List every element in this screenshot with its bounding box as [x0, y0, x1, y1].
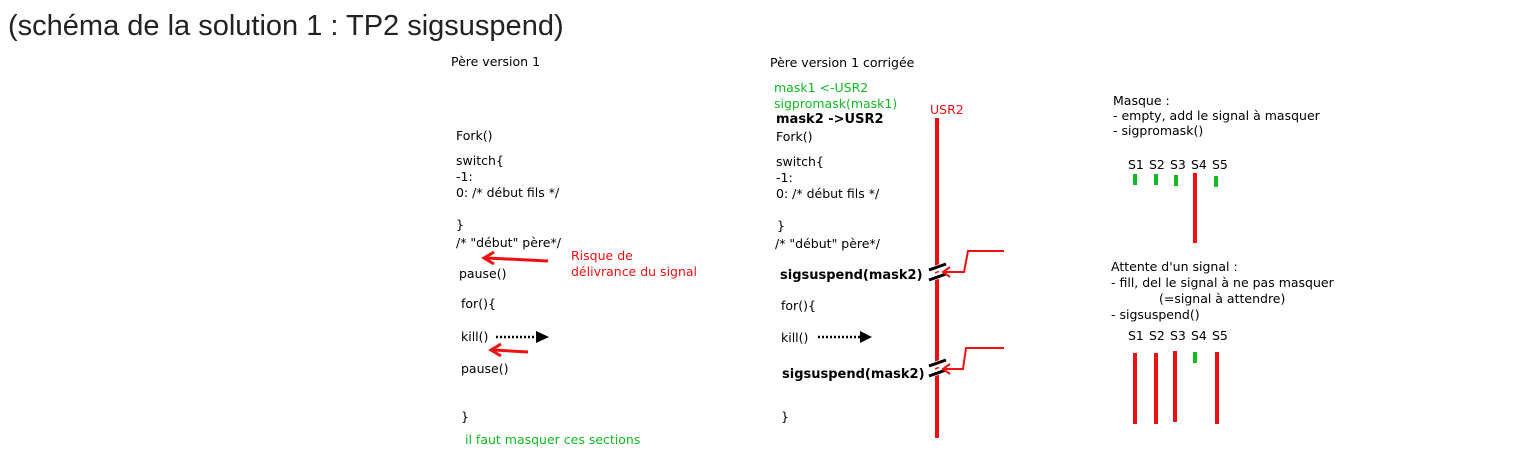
left-debut-pere: /* "début" père*/ [456, 235, 561, 250]
middle-fork: Fork() [776, 129, 813, 144]
signal-arrow-2 [941, 347, 1004, 375]
left-heading: Père version 1 [451, 54, 541, 69]
bottom-bar-s4 [1193, 352, 1197, 363]
signal-arrow-1 [941, 250, 1004, 278]
attente-line-3: - sigsuspend() [1111, 307, 1200, 322]
top-bar-s4 [1193, 173, 1197, 243]
left-kill: kill() [461, 329, 489, 344]
left-case-zero: 0: /* début fils */ [456, 185, 560, 200]
left-case-neg: -1: [456, 169, 473, 184]
top-bar-s1 [1133, 174, 1137, 185]
usr2-label: USR2 [930, 102, 964, 117]
middle-switch: switch{ [776, 154, 824, 169]
middle-mask1: mask1 <-USR2 [774, 80, 869, 95]
signal-top-s5: S5 [1212, 157, 1228, 172]
signal-bottom-s1: S1 [1128, 328, 1144, 343]
middle-heading: Père version 1 corrigée [770, 55, 915, 70]
left-switch: switch{ [456, 153, 504, 168]
left-close-brace2: } [461, 409, 469, 424]
left-note: il faut masquer ces sections [465, 432, 641, 447]
signal-top-s4: S4 [1191, 157, 1207, 172]
signal-top-s3: S3 [1170, 157, 1186, 172]
risk-arrow-1 [481, 250, 549, 266]
middle-sigpromask: sigpromask(mask1) [774, 96, 898, 111]
middle-case-neg: -1: [776, 170, 793, 185]
middle-close-brace: } [777, 218, 785, 233]
bottom-bar-s3 [1173, 351, 1177, 422]
top-bar-s3 [1174, 175, 1178, 186]
signal-top-s2: S2 [1149, 157, 1165, 172]
signal-bottom-s5: S5 [1212, 328, 1228, 343]
left-close-brace: } [456, 217, 464, 232]
top-bar-s2 [1154, 174, 1158, 185]
break-mark-1 [928, 262, 947, 282]
masque-line-2: - sigpromask() [1113, 123, 1204, 138]
attente-line-2: (=signal à attendre) [1159, 291, 1286, 306]
signal-bottom-s2: S2 [1149, 328, 1165, 343]
left-pause1: pause() [459, 266, 507, 281]
middle-sigsuspend2: sigsuspend(mask2) [782, 367, 925, 382]
left-risque-line1: Risque de [571, 248, 633, 263]
middle-case-zero: 0: /* début fils */ [776, 186, 880, 201]
middle-kill: kill() [781, 330, 809, 345]
middle-for: for(){ [781, 298, 816, 313]
bottom-bar-s1 [1133, 353, 1137, 424]
kill-arrow-middle [818, 331, 872, 343]
middle-mask2: mask2 ->USR2 [776, 112, 884, 127]
masque-title: Masque : [1113, 93, 1170, 108]
page-title: (schéma de la solution 1 : TP2 sigsuspen… [8, 10, 564, 42]
bottom-bar-s2 [1154, 353, 1158, 424]
left-fork: Fork() [456, 128, 493, 143]
left-risque-line2: délivrance du signal [571, 264, 698, 279]
masque-line-1: - empty, add le signal à masquer [1113, 108, 1320, 123]
signal-bottom-s4: S4 [1191, 328, 1207, 343]
top-bar-s5 [1214, 176, 1218, 187]
middle-debut-pere: /* "début" père*/ [775, 236, 880, 251]
middle-close-brace2: } [781, 409, 789, 424]
kill-arrow-left [496, 331, 549, 343]
signal-bottom-s3: S3 [1170, 328, 1186, 343]
attente-line-1: - fill, del le signal à ne pas masquer [1111, 275, 1334, 290]
risk-arrow-2 [488, 342, 529, 358]
signal-top-s1: S1 [1128, 157, 1144, 172]
middle-sigsuspend1: sigsuspend(mask2) [780, 268, 923, 283]
left-for: for(){ [461, 296, 496, 311]
attente-title: Attente d'un signal : [1111, 259, 1238, 274]
left-pause2: pause() [461, 361, 509, 376]
bottom-bar-s5 [1215, 352, 1219, 424]
